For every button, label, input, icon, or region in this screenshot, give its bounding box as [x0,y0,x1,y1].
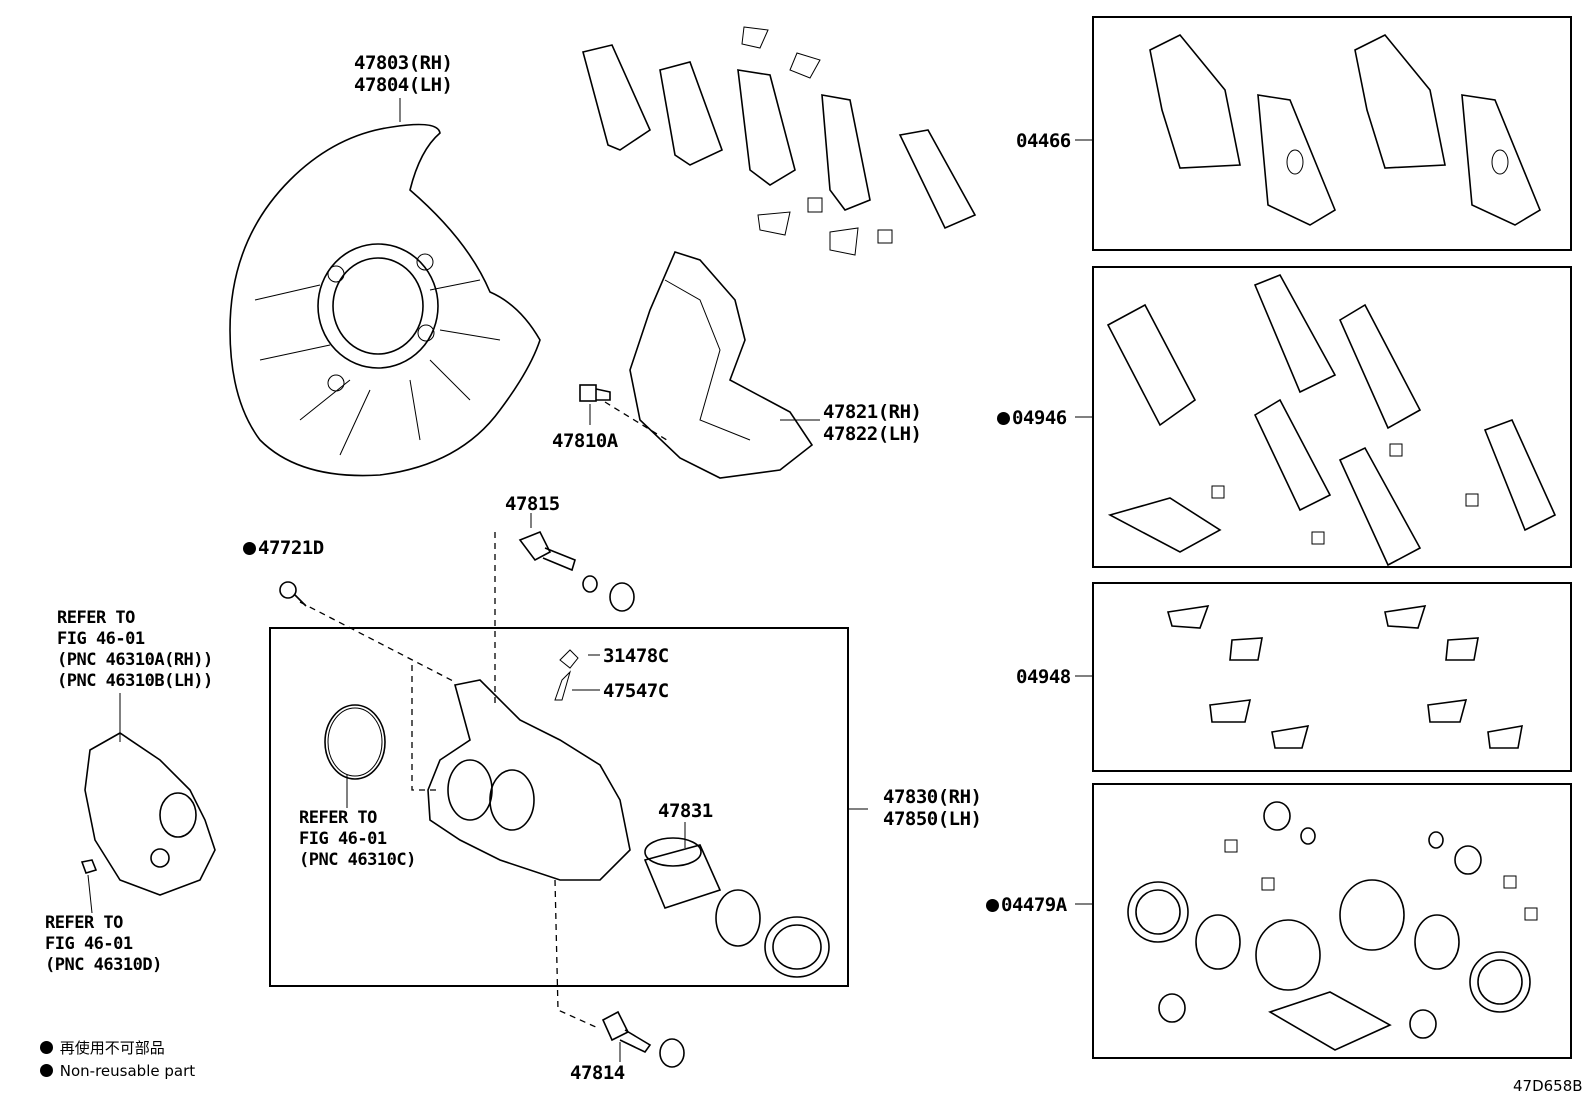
legend-dot-icon [40,1041,53,1054]
caliper-body-drawing [427,649,631,881]
seal-kit-04479a-drawing [1127,801,1538,1051]
pad-kit-04466-drawing [1149,33,1542,226]
non-reusable-dot-icon [997,412,1010,425]
refer-note-bolt: REFER TO FIG 46-01 (PNC 46310D) [45,913,162,975]
refer-note-motor: REFER TO FIG 46-01 (PNC 46310A(RH)) (PNC… [57,608,213,691]
pin-47814-drawing [601,1010,685,1068]
shim-kit-04946-drawing [1106,273,1557,567]
label-clip-kit-04948[interactable]: 04948 [1016,666,1071,688]
refer-note-seal: REFER TO FIG 46-01 (PNC 46310C) [299,808,416,870]
label-piston-47831[interactable]: 47831 [658,800,713,822]
pad-set-drawing [582,26,977,256]
label-seal-kit-04479a[interactable]: 04479A [986,894,1067,916]
label-rotor-dust-cover[interactable]: 47803(RH) 47804(LH) [354,52,453,96]
pin-47815-drawing [518,530,635,612]
label-plug-47547c[interactable]: 47547C [603,680,669,702]
mounting-bracket-drawing [629,251,814,479]
label-caliper-assembly[interactable]: 47830(RH) 47850(LH) [883,786,982,830]
bleeder-47721d-drawing [279,581,307,607]
label-pin-47814[interactable]: 47814 [570,1062,625,1084]
piston-47831-drawing [643,837,830,978]
bolt-47810a-drawing [579,384,611,402]
label-pad-kit-04466[interactable]: 04466 [1016,130,1071,152]
caliper-group-box [269,627,849,987]
label-cap-31478c[interactable]: 31478C [603,645,669,667]
non-reusable-dot-icon [986,899,999,912]
caliper-seal-ring-drawing [324,704,386,780]
kit-box-04466 [1092,16,1572,251]
legend-dot-icon [40,1064,53,1077]
kit-box-04946 [1092,266,1572,568]
diagram-id: 47D658B [1513,1077,1583,1095]
label-bleeder-47721d[interactable]: 47721D [243,537,324,559]
label-shim-kit-04946[interactable]: 04946 [997,407,1067,429]
legend-en: Non-reusable part [40,1062,195,1080]
label-bolt-47810a[interactable]: 47810A [552,430,618,452]
non-reusable-dot-icon [243,542,256,555]
kit-box-04479A [1092,783,1572,1059]
legend-jp: 再使用不可部品 [40,1037,165,1058]
clip-kit-04948-drawing [1166,605,1523,749]
rotor-dust-cover-drawing [229,123,541,477]
kit-box-04948 [1092,582,1572,772]
parking-motor-drawing [80,732,216,896]
label-mounting-bracket[interactable]: 47821(RH) 47822(LH) [823,401,922,445]
label-pin-47815[interactable]: 47815 [505,493,560,515]
